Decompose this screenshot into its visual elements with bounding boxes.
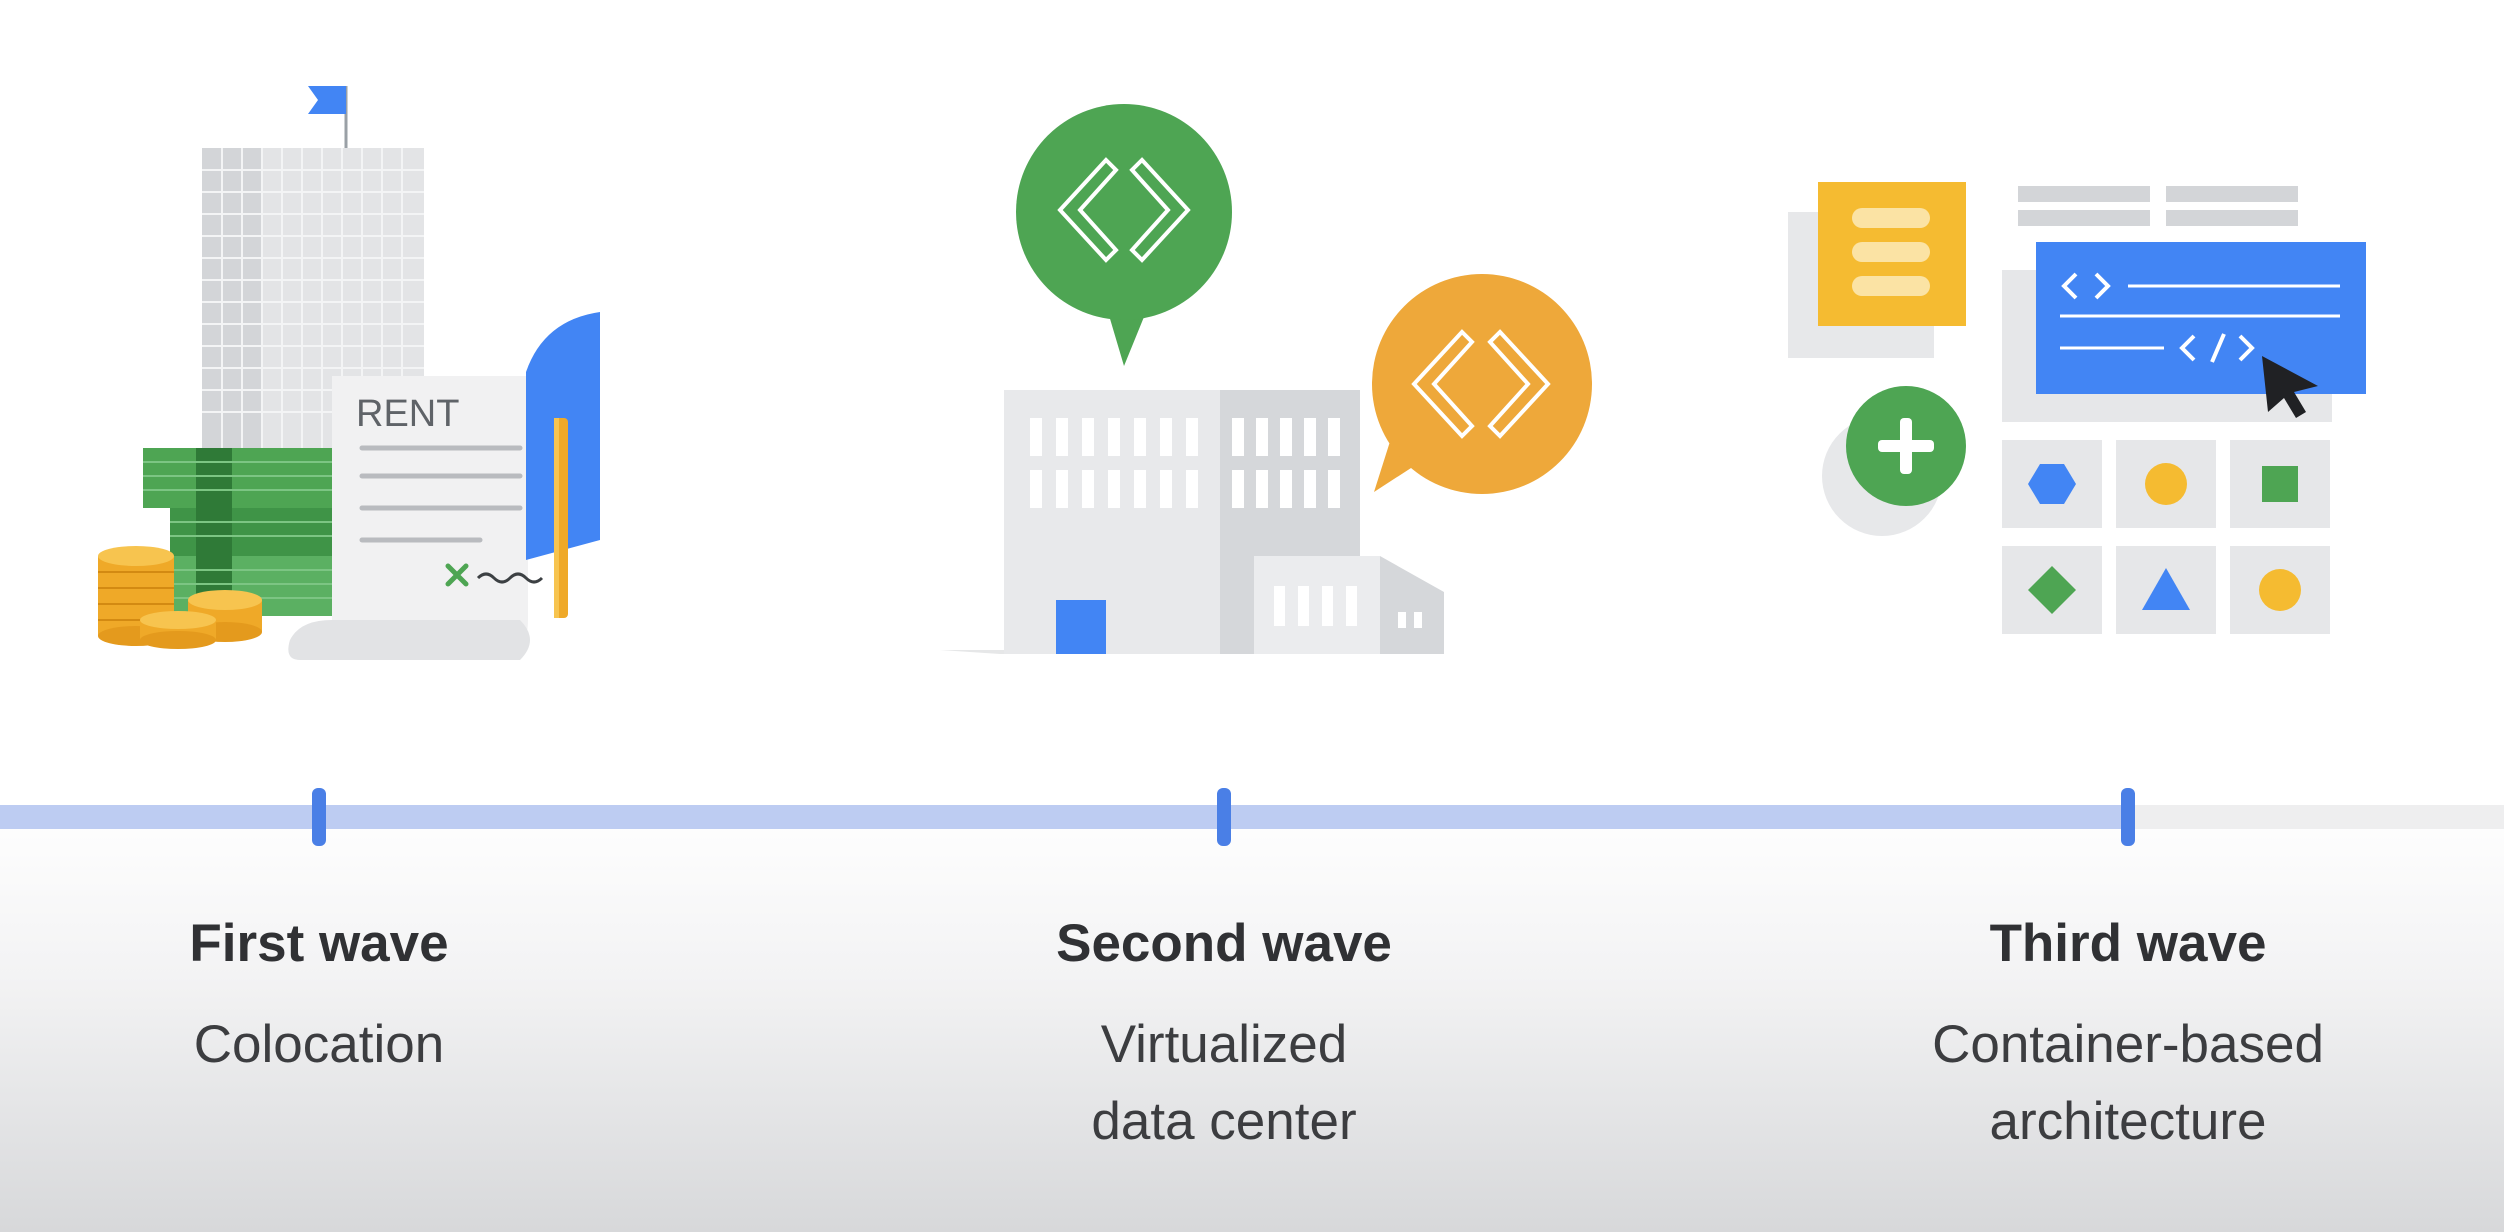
check-cross-icon [445,563,469,587]
flag-icon [308,86,346,114]
datacenter-code-icon [940,104,1592,654]
timeline-tick-second [1217,788,1231,846]
coins-icon [98,546,262,649]
timeline-progress [0,805,2128,829]
rent-label: RENT [356,393,459,435]
first-wave-title: First wave [189,914,449,973]
orange-code-bubble-icon [1372,274,1592,494]
cash-stack-icon [143,448,360,616]
description-line: Virtualized [1100,1015,1348,1074]
shape-grid [2002,440,2330,634]
timeline-remaining [2128,805,2504,829]
second-wave-description: Virtualized data center [924,1006,1524,1160]
code-window-icon [2036,242,2366,418]
hexagon-icon [2028,464,2076,504]
description-line: Colocation [193,1015,445,1074]
bottom-background [0,805,2504,1232]
triangle-icon [2142,568,2190,610]
square-icon [2262,466,2298,502]
third-wave-title: Third wave [1989,914,2267,973]
rent-document-icon: RENT [288,376,544,660]
circle-icon [2259,569,2301,611]
timeline-tick-third [2121,788,2135,846]
third-wave-description: Container-based architecture [1828,1006,2428,1160]
description-line: Container-based [1932,1015,2324,1074]
green-code-bubble-icon [1016,104,1232,366]
rent-building-icon: RENT [98,86,600,660]
timeline-track [0,805,2504,829]
quill-pen-icon [526,312,600,618]
illustrations: RENT [98,86,2366,660]
description-line: data center [1091,1092,1357,1151]
add-icon [1822,386,1966,536]
door-icon [1056,600,1106,654]
diamond-icon [2028,566,2076,614]
container-ui-icon [1788,182,2366,634]
timeline-tick-first [312,788,326,846]
description-line: architecture [1989,1092,2267,1151]
second-wave-title: Second wave [1056,914,1392,973]
cursor-icon [2262,356,2318,418]
first-wave-description: Colocation [19,1006,619,1083]
circle-icon [2145,463,2187,505]
